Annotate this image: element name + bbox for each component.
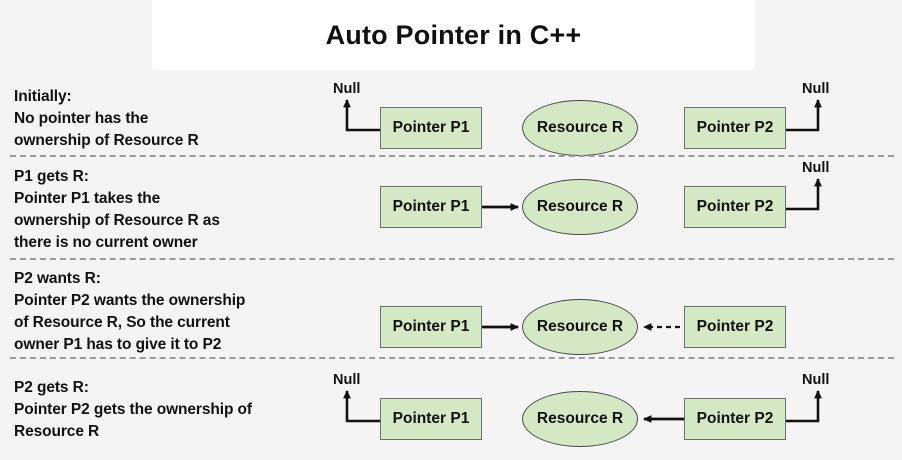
row-caption-p1-gets-r: P1 gets R: Pointer P1 takes the ownershi… [14, 168, 220, 251]
row-separator-2 [10, 258, 894, 260]
pointer-p1-box[interactable]: Pointer P1 [380, 107, 482, 149]
pointer-p1-box[interactable]: Pointer P1 [380, 186, 482, 228]
null-label-p2: Null [802, 81, 830, 97]
row-caption-initially: Initially: No pointer has the ownership … [14, 88, 199, 149]
row-caption-p2-gets-r: P2 gets R: Pointer P2 gets the ownership… [14, 379, 252, 440]
pointer-p2-box[interactable]: Pointer P2 [684, 306, 786, 348]
resource-r-node[interactable]: Resource R [522, 391, 638, 447]
title-card: Auto Pointer in C++ [152, 0, 755, 70]
pointer-p2-box[interactable]: Pointer P2 [684, 186, 786, 228]
resource-r-node[interactable]: Resource R [522, 179, 638, 235]
null-label-p1: Null [333, 372, 361, 388]
resource-r-node[interactable]: Resource R [522, 299, 638, 355]
null-arrow-p1 [343, 390, 380, 423]
row-separator-3 [10, 357, 894, 359]
null-arrow-p1 [343, 99, 380, 132]
null-arrow-p2 [786, 99, 822, 132]
row-caption-p2-wants-r: P2 wants R: Pointer P2 wants the ownersh… [14, 270, 246, 353]
null-arrow-p2 [786, 390, 822, 423]
null-label-p2: Null [802, 160, 830, 176]
null-arrow-p2 [786, 178, 822, 211]
null-label-p2: Null [802, 372, 830, 388]
pointer-p1-box[interactable]: Pointer P1 [380, 306, 482, 348]
null-label-p1: Null [333, 81, 361, 97]
resource-r-node[interactable]: Resource R [522, 100, 638, 156]
page-title: Auto Pointer in C++ [325, 19, 582, 50]
pointer-p2-box[interactable]: Pointer P2 [684, 398, 786, 440]
row-separator-1 [10, 155, 894, 157]
pointer-p2-box[interactable]: Pointer P2 [684, 107, 786, 149]
pointer-p1-box[interactable]: Pointer P1 [380, 398, 482, 440]
